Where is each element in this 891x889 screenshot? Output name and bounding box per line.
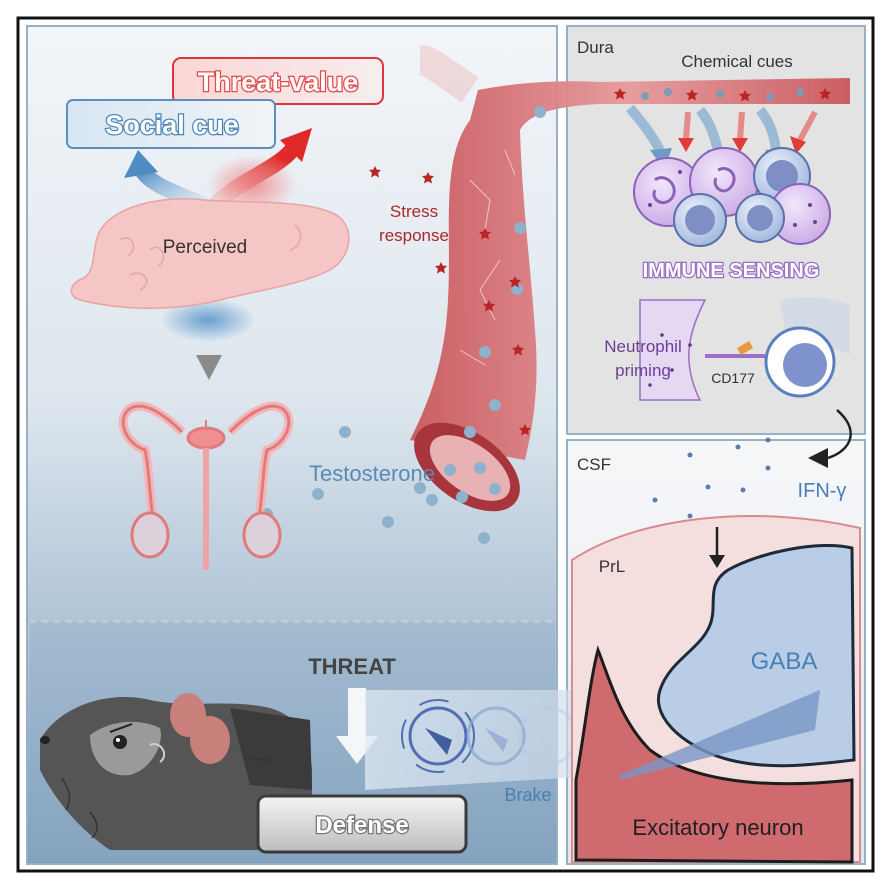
defense-label: Defense xyxy=(315,812,408,839)
prl-label: PrL xyxy=(599,557,625,576)
ifn-label: IFN-γ xyxy=(798,480,847,502)
perceived-label: Perceived xyxy=(163,237,248,258)
reproductive-organ-icon xyxy=(118,401,294,570)
ifn-dots xyxy=(652,437,771,595)
stress-label-line2: response xyxy=(379,226,449,245)
brake-label: Brake xyxy=(504,785,551,805)
neutrophil-label-line1: Neutrophil xyxy=(604,337,682,356)
flow-triangle-icon xyxy=(196,355,222,380)
threat-value-label: Threat-value xyxy=(198,67,359,97)
chemical-cue-particles xyxy=(614,88,831,102)
neutrophil-priming-icon xyxy=(639,297,850,401)
social-cue-box: Social cue xyxy=(66,99,276,149)
testosterone-dots xyxy=(261,106,546,544)
threat-value-box: Threat-value xyxy=(172,57,384,105)
stress-label-line1: Stress xyxy=(390,202,438,221)
immune-cell-icon xyxy=(633,147,831,247)
cd177-label: CD177 xyxy=(711,370,755,386)
brain-icon: Perceived xyxy=(70,198,350,342)
testosterone-label: Testosterone xyxy=(309,461,435,486)
chemical-cues-label: Chemical cues xyxy=(681,52,793,71)
dura-label: Dura xyxy=(577,38,614,57)
excitatory-neuron-icon xyxy=(574,645,854,864)
immune-sensing-label: IMMUNE SENSING xyxy=(643,260,820,282)
gaba-label: GABA xyxy=(751,648,818,675)
excitatory-label: Excitatory neuron xyxy=(632,815,803,840)
threat-label: THREAT xyxy=(308,654,396,679)
csf-label: CSF xyxy=(577,455,611,474)
neutrophil-label-line2: priming xyxy=(615,361,671,380)
inhibition-wedge xyxy=(620,690,820,780)
brake-neuron-icons xyxy=(401,699,578,773)
social-cue-label: Social cue xyxy=(105,110,239,140)
mouse-icon xyxy=(40,693,312,850)
ifn-down-arrow xyxy=(709,527,725,568)
dura-to-csf-arrow xyxy=(808,409,852,468)
defense-box: Defense xyxy=(256,794,468,854)
